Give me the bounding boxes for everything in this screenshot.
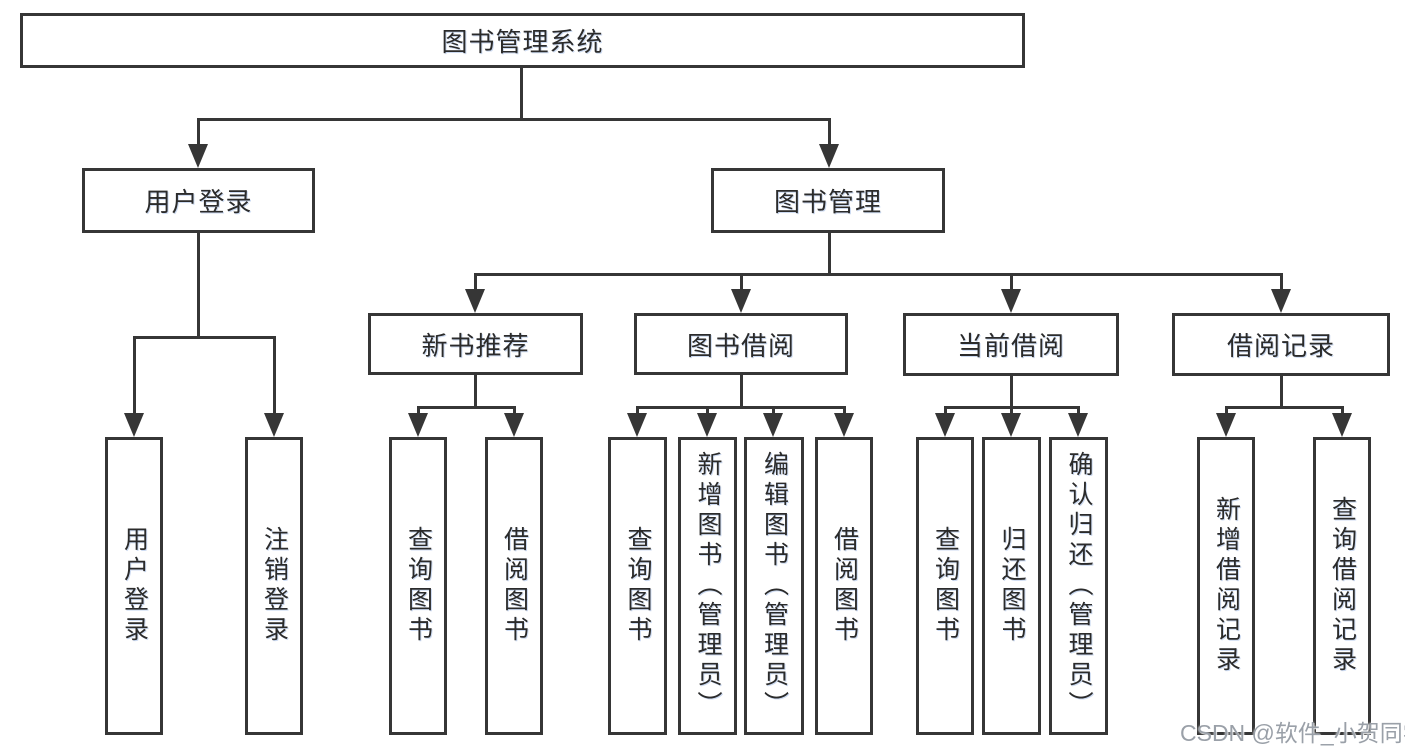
node-label: 当前借阅 bbox=[956, 331, 1065, 361]
connector-arrowhead bbox=[1271, 289, 1291, 313]
leaf-user-login: 用户登录 bbox=[105, 437, 163, 735]
node-label: 归还图书 bbox=[998, 526, 1026, 646]
leaf-edit-books-admin: 编辑图书（管理员） bbox=[744, 437, 804, 735]
connector-drop-leaf bbox=[772, 408, 775, 415]
connector-arrowhead bbox=[408, 413, 428, 437]
node-book-management: 图书管理 bbox=[711, 168, 945, 233]
connector-drop-leaf bbox=[706, 408, 709, 415]
connector-drop-leaf bbox=[1010, 408, 1013, 415]
node-label: 借阅记录 bbox=[1226, 331, 1335, 361]
node-label: 新书推荐 bbox=[421, 330, 530, 361]
connector-drop-leaf bbox=[417, 408, 420, 415]
node-label: 新增图书（管理员） bbox=[694, 451, 722, 721]
connector-user-login-stem bbox=[197, 233, 200, 339]
node-user-login: 用户登录 bbox=[82, 168, 315, 233]
node-current-borrowing: 当前借阅 bbox=[903, 313, 1119, 376]
leaf-borrow-books: 借阅图书 bbox=[815, 437, 873, 735]
connector-drop-user-login bbox=[197, 120, 200, 146]
connector-arrowhead bbox=[1001, 413, 1021, 437]
connector-rail bbox=[417, 406, 516, 409]
leaf-add-books-admin: 新增图书（管理员） bbox=[678, 437, 737, 735]
node-label: 编辑图书（管理员） bbox=[760, 451, 789, 721]
leaf-logout: 注销登录 bbox=[245, 437, 303, 735]
connector-stem bbox=[474, 374, 477, 409]
node-new-book-recommendation: 新书推荐 bbox=[368, 313, 583, 375]
connector-rail-level2 bbox=[197, 118, 831, 121]
node-label: 图书管理 bbox=[773, 187, 882, 217]
connector-arrowhead bbox=[763, 413, 783, 437]
connector-drop-level3 bbox=[1280, 275, 1283, 291]
node-label: 查询图书 bbox=[931, 526, 960, 646]
connector-arrowhead bbox=[1216, 413, 1236, 437]
node-label: 确认归还（管理员） bbox=[1065, 451, 1093, 721]
node-library-management-system: 图书管理系统 bbox=[20, 13, 1025, 68]
connector-drop-leaf bbox=[843, 408, 846, 415]
connector-drop-leaf bbox=[636, 408, 639, 415]
connector-root-stem bbox=[520, 67, 523, 120]
leaf-confirm-return-admin: 确认归还（管理员） bbox=[1049, 437, 1108, 735]
connector-stem bbox=[1010, 375, 1013, 409]
connector-book-management-stem bbox=[828, 233, 831, 276]
node-label: 新增借阅记录 bbox=[1212, 496, 1241, 676]
connector-arrowhead bbox=[188, 144, 208, 168]
connector-stem bbox=[740, 374, 743, 409]
node-book-borrowing: 图书借阅 bbox=[634, 313, 848, 375]
leaf-borrow-books-recommend: 借阅图书 bbox=[485, 437, 543, 735]
connector-arrowhead bbox=[124, 413, 144, 437]
leaf-query-books-recommend: 查询图书 bbox=[389, 437, 447, 735]
leaf-query-borrow-record: 查询借阅记录 bbox=[1313, 437, 1371, 735]
connector-arrowhead bbox=[465, 289, 485, 313]
node-label: 注销登录 bbox=[260, 526, 289, 646]
connector-arrowhead bbox=[819, 144, 839, 168]
connector-arrowhead bbox=[627, 413, 647, 437]
node-borrowing-records: 借阅记录 bbox=[1172, 313, 1390, 376]
node-label: 用户登录 bbox=[120, 526, 149, 646]
connector-rail bbox=[636, 406, 846, 409]
csdn-watermark: CSDN @软件_小贺同学 bbox=[1180, 720, 1405, 746]
connector-drop-level3 bbox=[474, 275, 477, 291]
connector-arrowhead bbox=[504, 413, 524, 437]
connector-arrowhead bbox=[834, 413, 854, 437]
leaf-add-borrow-record: 新增借阅记录 bbox=[1197, 437, 1255, 735]
connector-rail-user-login bbox=[133, 336, 276, 339]
connector-drop-leaf bbox=[1077, 408, 1080, 415]
connector-drop-leaf bbox=[1225, 408, 1228, 415]
connector-arrowhead bbox=[697, 413, 717, 437]
node-label: 查询图书 bbox=[624, 526, 652, 646]
connector-arrowhead bbox=[1001, 289, 1021, 313]
connector-rail bbox=[1225, 406, 1344, 409]
connector-arrowhead bbox=[264, 413, 284, 437]
leaf-return-books: 归还图书 bbox=[982, 437, 1041, 735]
node-label: 图书借阅 bbox=[686, 330, 795, 361]
connector-drop-leaf bbox=[133, 338, 136, 415]
leaf-query-books-borrowing: 查询图书 bbox=[608, 437, 667, 735]
node-label: 图书管理系统 bbox=[441, 27, 604, 57]
connector-drop-leaf bbox=[1341, 408, 1344, 415]
node-label: 用户登录 bbox=[144, 187, 253, 217]
connector-arrowhead bbox=[1332, 413, 1352, 437]
leaf-query-books-current: 查询图书 bbox=[916, 437, 974, 735]
connector-drop-leaf bbox=[513, 408, 516, 415]
connector-stem bbox=[1280, 375, 1283, 409]
connector-arrowhead bbox=[935, 413, 955, 437]
connector-rail-level3 bbox=[474, 273, 1283, 276]
connector-arrowhead bbox=[1068, 413, 1088, 437]
node-label: 查询借阅记录 bbox=[1328, 496, 1357, 676]
node-label: 借阅图书 bbox=[830, 526, 859, 646]
connector-arrowhead bbox=[731, 289, 751, 313]
connector-drop-level3 bbox=[1010, 275, 1013, 291]
node-label: 借阅图书 bbox=[500, 526, 529, 646]
connector-rail bbox=[944, 406, 1080, 409]
node-label: 查询图书 bbox=[404, 526, 433, 646]
connector-drop-leaf bbox=[944, 408, 947, 415]
connector-drop-leaf bbox=[273, 338, 276, 415]
connector-drop-level3 bbox=[740, 275, 743, 291]
connector-drop-book-management bbox=[828, 120, 831, 146]
